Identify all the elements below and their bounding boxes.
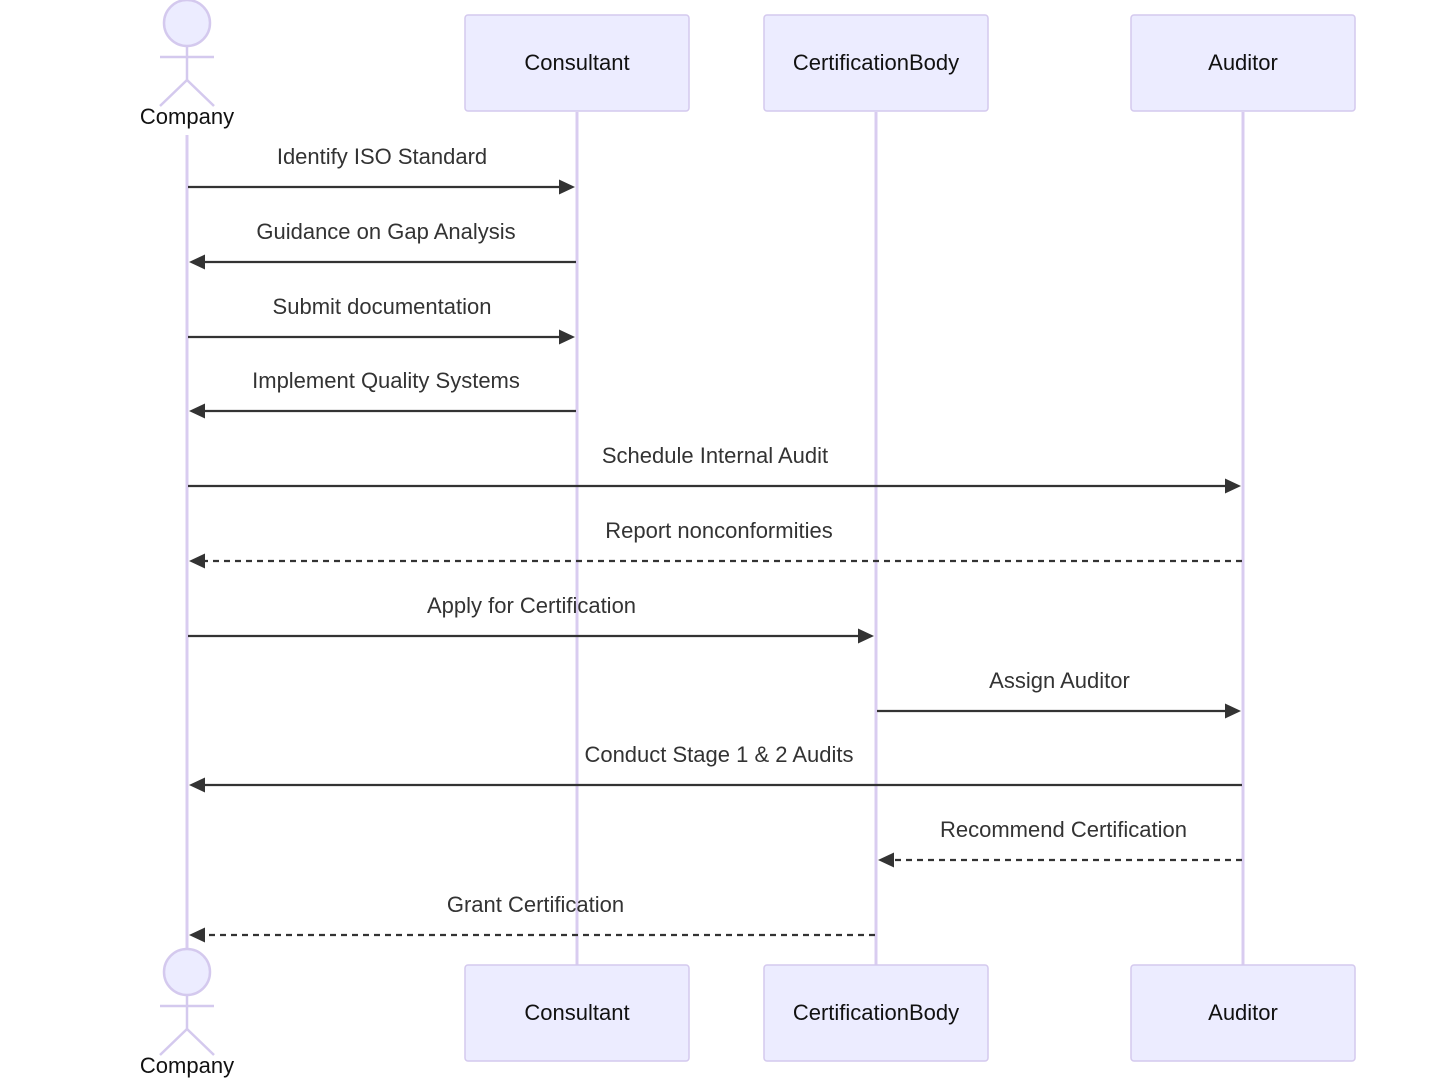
actor-company-bottom[interactable]: Company xyxy=(140,947,234,1078)
actor-company-top[interactable]: Company xyxy=(140,0,234,129)
arrow-head-icon xyxy=(858,628,874,644)
arrow-head-icon xyxy=(189,254,205,270)
message-7: Apply for Certification xyxy=(188,593,874,644)
message-label: Report nonconformities xyxy=(605,518,832,543)
actor-head-icon xyxy=(162,947,212,997)
participant-box xyxy=(464,964,690,1062)
message-label: Conduct Stage 1 & 2 Audits xyxy=(584,742,853,767)
message-3: Submit documentation xyxy=(188,294,575,345)
participant-box xyxy=(1130,964,1356,1062)
actor-head-icon xyxy=(162,0,212,48)
arrow-head-icon xyxy=(189,777,205,793)
actor-body-icon xyxy=(159,995,215,1056)
message-1: Identify ISO Standard xyxy=(188,144,575,195)
message-label: Assign Auditor xyxy=(989,668,1130,693)
message-label: Implement Quality Systems xyxy=(252,368,520,393)
arrow-head-icon xyxy=(189,553,205,569)
participant-consultant-top[interactable]: Consultant xyxy=(464,14,690,112)
participant-box xyxy=(763,964,989,1062)
message-2: Guidance on Gap Analysis xyxy=(189,219,576,270)
actor-body-icon xyxy=(159,46,215,107)
participant-auditor-top[interactable]: Auditor xyxy=(1130,14,1356,112)
lifelines xyxy=(185,112,1245,965)
message-label: Recommend Certification xyxy=(940,817,1187,842)
message-label: Identify ISO Standard xyxy=(277,144,487,169)
actor-label: Company xyxy=(140,1053,234,1078)
message-6: Report nonconformities xyxy=(189,518,1242,569)
message-label: Apply for Certification xyxy=(427,593,636,618)
arrow-head-icon xyxy=(1225,703,1241,719)
participant-label: Consultant xyxy=(524,1000,629,1025)
participant-box xyxy=(1130,14,1356,112)
participant-consultant-bottom[interactable]: Consultant xyxy=(464,964,690,1062)
participant-label: Auditor xyxy=(1208,1000,1278,1025)
participants-bottom: Company Consultant CertificationBody Audito… xyxy=(140,947,1356,1078)
message-label: Guidance on Gap Analysis xyxy=(256,219,515,244)
participant-auditor-bottom[interactable]: Auditor xyxy=(1130,964,1356,1062)
arrow-head-icon xyxy=(189,927,205,943)
participant-certbody-bottom[interactable]: CertificationBody xyxy=(763,964,989,1062)
arrow-head-icon xyxy=(1225,478,1241,494)
participant-label: Consultant xyxy=(524,50,629,75)
participant-label: CertificationBody xyxy=(793,1000,959,1025)
participant-box xyxy=(763,14,989,112)
message-label: Submit documentation xyxy=(273,294,492,319)
message-8: Assign Auditor xyxy=(877,668,1241,719)
arrow-head-icon xyxy=(559,179,575,195)
arrow-head-icon xyxy=(878,852,894,868)
message-4: Implement Quality Systems xyxy=(189,368,576,419)
participant-label: Auditor xyxy=(1208,50,1278,75)
message-5: Schedule Internal Audit xyxy=(188,443,1241,494)
actor-label: Company xyxy=(140,104,234,129)
message-label: Grant Certification xyxy=(447,892,624,917)
participant-box xyxy=(464,14,690,112)
message-9: Conduct Stage 1 & 2 Audits xyxy=(189,742,1242,793)
participants-top: Company Consultant CertificationBody Audito… xyxy=(140,0,1356,129)
arrow-head-icon xyxy=(559,329,575,345)
participant-certbody-top[interactable]: CertificationBody xyxy=(763,14,989,112)
message-label: Schedule Internal Audit xyxy=(602,443,828,468)
arrow-head-icon xyxy=(189,403,205,419)
message-10: Recommend Certification xyxy=(878,817,1242,868)
participant-label: CertificationBody xyxy=(793,50,959,75)
message-11: Grant Certification xyxy=(189,892,875,943)
